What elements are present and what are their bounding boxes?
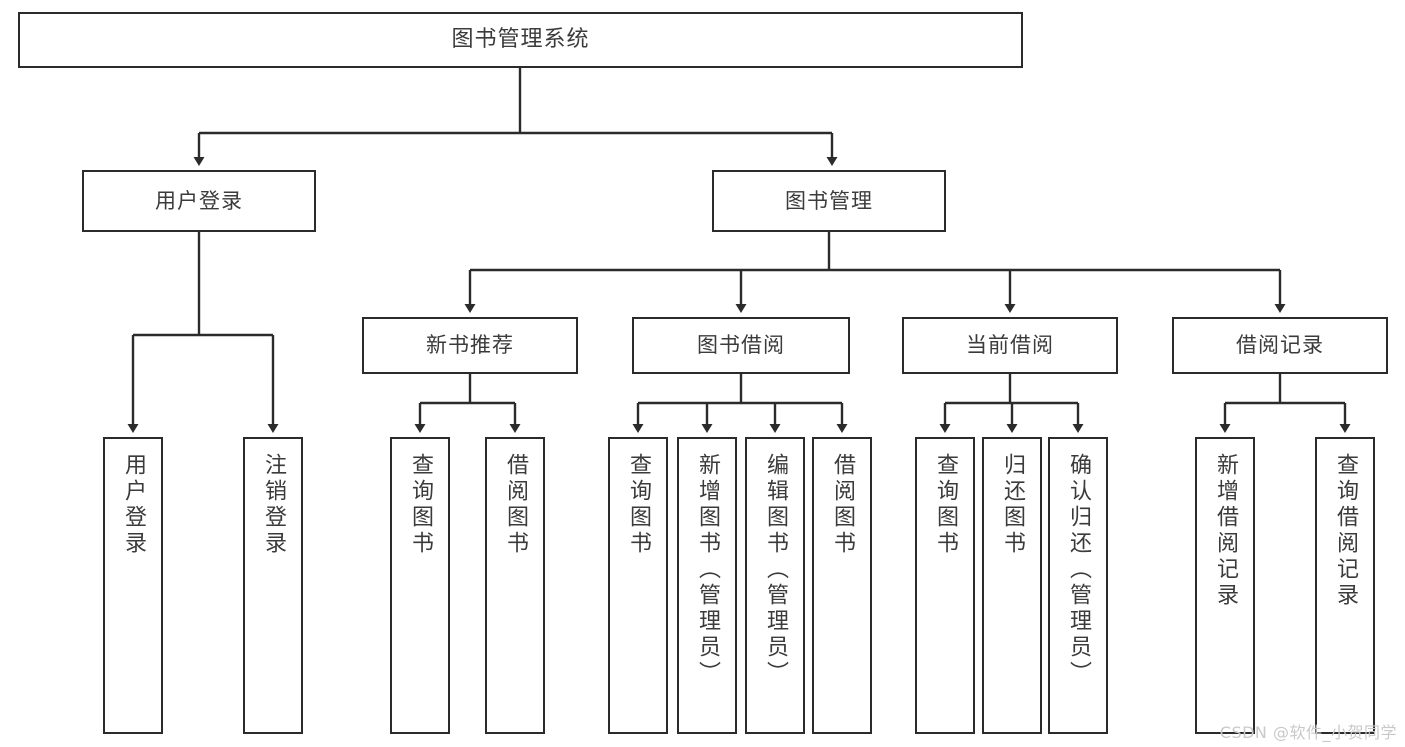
- node-label: 图书借阅: [697, 333, 785, 358]
- node-label: 图书管理: [785, 188, 873, 213]
- node-current-borrow[interactable]: 当前借阅: [902, 317, 1118, 374]
- node-label: 用户登录: [155, 188, 243, 213]
- node-label: 新增借阅记录: [1213, 453, 1238, 609]
- node-label: 图书管理系统: [451, 27, 590, 53]
- node-label: 当前借阅: [966, 333, 1054, 358]
- node-borrow-record[interactable]: 借阅记录: [1172, 317, 1388, 374]
- node-label: 借阅记录: [1236, 333, 1324, 358]
- node-label: 查询图书: [933, 453, 958, 557]
- leaf-logout-login[interactable]: 注销登录: [243, 437, 303, 734]
- node-label: 新书推荐: [426, 333, 514, 358]
- node-root-system[interactable]: 图书管理系统: [18, 12, 1023, 68]
- leaf-return-book[interactable]: 归还图书: [982, 437, 1042, 734]
- node-label: 注销登录: [261, 453, 286, 557]
- node-label: 编辑图书（管理员）: [763, 453, 788, 687]
- leaf-borrow-book-2[interactable]: 借阅图书: [812, 437, 872, 734]
- node-label: 查询借阅记录: [1333, 453, 1358, 609]
- leaf-query-book-1[interactable]: 查询图书: [390, 437, 450, 734]
- leaf-borrow-book-1[interactable]: 借阅图书: [485, 437, 545, 734]
- node-user-login[interactable]: 用户登录: [82, 170, 316, 232]
- node-new-book-recommend[interactable]: 新书推荐: [362, 317, 578, 374]
- watermark-text: CSDN @软件_小贺同学: [1219, 723, 1397, 742]
- leaf-user-login[interactable]: 用户登录: [103, 437, 163, 734]
- leaf-query-borrow-record[interactable]: 查询借阅记录: [1315, 437, 1375, 734]
- leaf-edit-book[interactable]: 编辑图书（管理员）: [745, 437, 805, 734]
- leaf-query-book-3[interactable]: 查询图书: [915, 437, 975, 734]
- node-label: 用户登录: [121, 453, 146, 557]
- node-label: 查询图书: [408, 453, 433, 557]
- node-label: 借阅图书: [830, 453, 855, 557]
- node-label: 新增图书（管理员）: [695, 453, 720, 687]
- node-book-management[interactable]: 图书管理: [712, 170, 946, 232]
- leaf-query-book-2[interactable]: 查询图书: [608, 437, 668, 734]
- node-label: 查询图书: [626, 453, 651, 557]
- node-label: 确认归还（管理员）: [1066, 453, 1091, 687]
- leaf-confirm-return[interactable]: 确认归还（管理员）: [1048, 437, 1108, 734]
- node-label: 借阅图书: [503, 453, 528, 557]
- node-label: 归还图书: [1000, 453, 1025, 557]
- node-book-borrow[interactable]: 图书借阅: [632, 317, 850, 374]
- leaf-add-borrow-record[interactable]: 新增借阅记录: [1195, 437, 1255, 734]
- leaf-add-book[interactable]: 新增图书（管理员）: [677, 437, 737, 734]
